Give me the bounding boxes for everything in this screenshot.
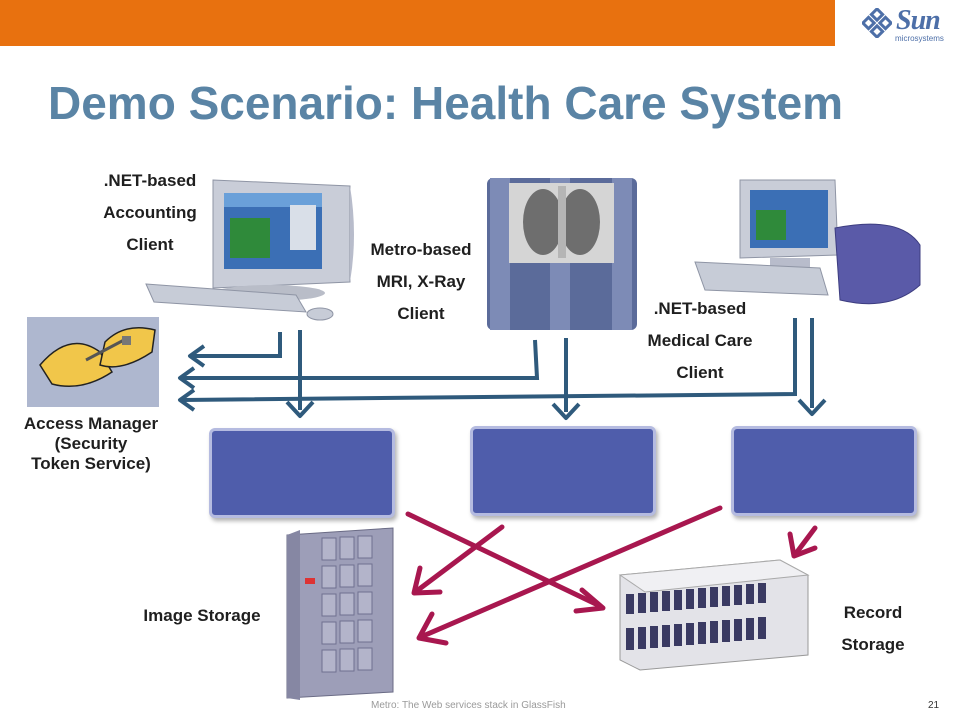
accounting-client-line: Accounting <box>103 203 197 222</box>
xray-device-icon <box>487 178 637 330</box>
access-manager-line: (Security <box>54 434 128 453</box>
accounting-client-label: .NET-based Accounting Client <box>95 165 205 261</box>
arrow-mri-to-sts <box>182 339 540 380</box>
image-storage-icon <box>286 527 394 700</box>
mri-client-label: Metro-based MRI, X-Ray Client <box>362 234 480 330</box>
logo-text: Sun <box>896 5 941 36</box>
arrow-service1-to-record <box>405 511 603 609</box>
record-storage-label: Record Storage <box>830 597 916 661</box>
arrow-accounting-to-sts <box>192 332 282 358</box>
medical-client-line: .NET-based <box>653 299 747 318</box>
logo-subtitle: microsystems <box>895 34 944 43</box>
arrow-medical-to-sts <box>181 318 797 402</box>
accounting-client-line: .NET-based <box>103 171 197 190</box>
medical-client-label: .NET-based Medical Care Client <box>640 293 760 389</box>
mri-client-line: Client <box>397 304 445 323</box>
sun-logo-icon <box>862 8 892 38</box>
record-storage-line: Record <box>843 603 903 622</box>
medical-client-line: Client <box>676 363 724 382</box>
footer-text: Metro: The Web services stack in GlassFi… <box>371 700 566 711</box>
header-bar <box>0 0 835 46</box>
service-box-accounting <box>209 428 395 518</box>
access-manager-image <box>27 317 159 407</box>
page-number: 21 <box>928 700 940 711</box>
logo-area <box>835 0 960 46</box>
access-manager-line: Access Manager <box>23 414 159 433</box>
mri-client-line: MRI, X-Ray <box>376 272 466 291</box>
medical-client-line: Medical Care <box>647 331 753 350</box>
page-title: Demo Scenario: Health Care System <box>48 77 844 129</box>
access-manager-line: Token Service) <box>31 454 151 473</box>
access-manager-label: Access Manager (Security Token Service) <box>15 414 167 474</box>
accounting-client-line: Client <box>126 235 174 254</box>
service-box-mri <box>470 426 656 516</box>
arrow-service3-to-record <box>794 525 818 555</box>
medical-computer-icon <box>694 179 921 305</box>
record-storage-icon <box>618 559 810 671</box>
record-storage-line: Storage <box>841 635 905 654</box>
accounting-computer-icon <box>145 179 354 321</box>
service-box-medical <box>731 426 917 516</box>
mri-client-line: Metro-based <box>370 240 472 259</box>
arrow-service2-to-image <box>415 524 505 593</box>
arrow-service3-to-image <box>420 505 723 639</box>
image-storage-label: Image Storage <box>143 606 261 625</box>
